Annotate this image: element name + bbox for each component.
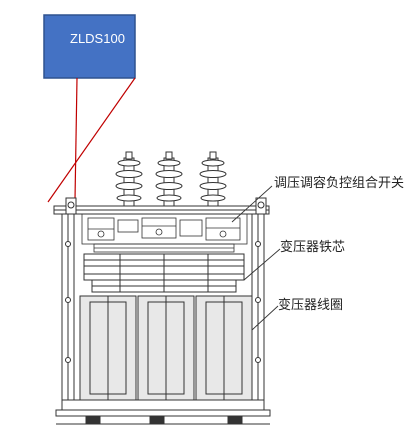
callout-core: 变压器铁芯 bbox=[280, 240, 346, 255]
bushing-b bbox=[155, 151, 183, 207]
callout-switch: 调压调容负控组合开关 bbox=[274, 176, 405, 191]
side-frame bbox=[61, 213, 265, 415]
base-frame bbox=[55, 399, 271, 425]
callout-leaders bbox=[231, 185, 281, 331]
bushing-a bbox=[115, 151, 143, 207]
bushing-c bbox=[199, 151, 227, 207]
leader-core bbox=[243, 248, 281, 281]
transformer-core bbox=[83, 253, 245, 293]
transformer-windings bbox=[79, 295, 253, 401]
device-box-label: ZLDS100 bbox=[70, 31, 125, 46]
leader-winding bbox=[251, 305, 279, 331]
bushing-insulators bbox=[115, 151, 227, 207]
switch-assembly bbox=[73, 213, 253, 253]
callout-winding: 变压器线圈 bbox=[278, 298, 344, 313]
device-box bbox=[43, 14, 136, 79]
device-leader-lines bbox=[47, 77, 136, 203]
leader-switch bbox=[231, 185, 273, 223]
